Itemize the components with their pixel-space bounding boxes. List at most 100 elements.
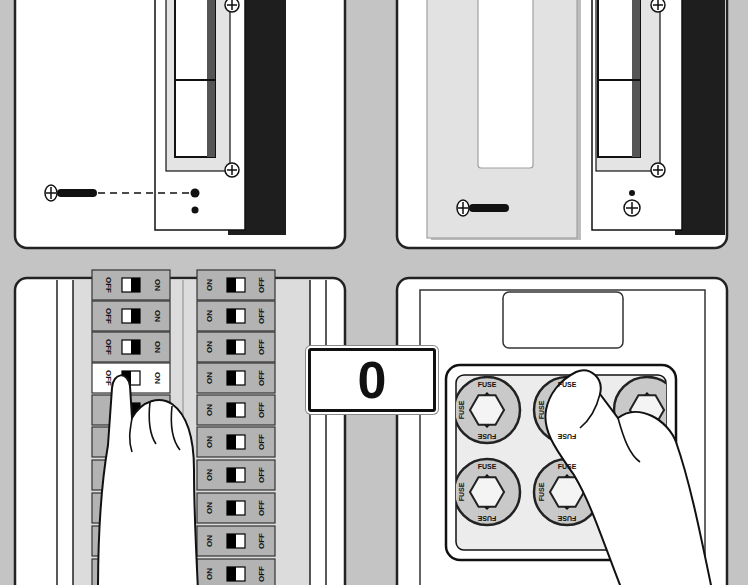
fuse-label: FUSE xyxy=(538,401,545,420)
breaker-panel-part xyxy=(197,301,275,331)
fuse-label: FUSE xyxy=(538,483,545,502)
breaker-label: ON xyxy=(206,502,214,514)
breaker-panel-part xyxy=(92,332,170,362)
breaker-label: OFF xyxy=(104,277,112,293)
breaker-label: ON xyxy=(206,469,214,481)
breaker-label: ON xyxy=(206,568,214,580)
panel-top-right-part xyxy=(592,0,682,230)
breaker-label: ON xyxy=(206,310,214,322)
step-number-box: 0 xyxy=(308,348,436,412)
breaker-panel-part xyxy=(72,280,74,585)
breaker-label: OFF xyxy=(258,467,266,483)
panel-top-right-part xyxy=(598,0,640,157)
breaker-label: OFF xyxy=(258,370,266,386)
breaker-label: ON xyxy=(153,341,161,353)
breaker-label: ON xyxy=(206,372,214,384)
fuse-label: FUSE xyxy=(558,515,577,522)
fuse-label: FUSE xyxy=(558,463,577,470)
panel-top-right-part xyxy=(651,163,665,177)
panel-top-right xyxy=(397,0,727,248)
breaker-panel-part xyxy=(197,332,275,362)
breaker-panel-part xyxy=(15,278,345,585)
fuse-panel-part xyxy=(397,278,727,585)
breaker-panel-part xyxy=(197,363,275,393)
fuse-label: FUSE xyxy=(458,401,465,420)
panel-top-left-part xyxy=(46,187,56,199)
fuse-label: FUSE xyxy=(458,483,465,502)
panel-top-left-part xyxy=(15,0,345,248)
breaker-panel xyxy=(15,270,345,585)
panel-top-left-part xyxy=(155,0,245,230)
panel-top-left-part xyxy=(227,165,237,175)
fuse-label: FUSE xyxy=(558,381,577,388)
panel-top-right-part xyxy=(458,202,468,214)
panel-top-left xyxy=(15,0,345,248)
breaker-panel-part xyxy=(309,280,311,585)
panel-top-right-part xyxy=(596,0,660,171)
panel-top-left-part xyxy=(207,0,215,157)
breaker-label: OFF xyxy=(258,434,266,450)
panel-top-left-part xyxy=(175,0,215,157)
panel-top-right-part xyxy=(651,0,665,12)
fuse-label: FUSE xyxy=(478,463,497,470)
hand xyxy=(98,375,198,585)
breaker-panel-part xyxy=(197,493,275,523)
panel-top-right-part xyxy=(457,200,469,216)
breaker-panel-part xyxy=(197,526,275,556)
breaker-label: OFF xyxy=(258,500,266,516)
breaker-panel-part xyxy=(73,280,310,585)
breaker-label: OFF xyxy=(104,308,112,324)
breaker-panel-part xyxy=(197,395,275,425)
breaker-panel-part xyxy=(197,270,275,300)
step-number: 0 xyxy=(358,354,387,406)
breaker-label: OFF xyxy=(258,533,266,549)
panel-top-left-part xyxy=(225,0,239,12)
panel-top-right-part xyxy=(397,0,727,248)
breaker-panel-part xyxy=(92,270,170,300)
breaker-label: OFF xyxy=(258,277,266,293)
breaker-label: OFF xyxy=(258,402,266,418)
panel-top-right-part xyxy=(653,0,663,10)
breaker-label: ON xyxy=(206,341,214,353)
breaker-label: ON xyxy=(206,404,214,416)
breaker-panel-part xyxy=(92,301,170,331)
breaker-label: ON xyxy=(206,535,214,547)
panel-top-left-part xyxy=(166,0,230,171)
fuse-label: FUSE xyxy=(478,515,497,522)
panel-top-right-part xyxy=(624,200,640,216)
fuse-group-part xyxy=(456,459,520,525)
breaker-label: ON xyxy=(206,436,214,448)
breaker-label: OFF xyxy=(258,339,266,355)
breaker-panel-part xyxy=(56,280,58,585)
fuse-panel-part xyxy=(580,394,640,462)
panel-top-right-part xyxy=(427,0,577,238)
breaker-panel-part xyxy=(130,402,180,452)
panel-top-left-part xyxy=(45,185,57,201)
fuse-group-part xyxy=(456,377,520,443)
panel-top-right-part xyxy=(626,202,638,214)
panel-top-left-part xyxy=(57,189,97,197)
fuse-label: FUSE xyxy=(558,433,577,440)
panel-top-right-part xyxy=(653,165,663,175)
breaker-label: OFF xyxy=(258,308,266,324)
panel-top-right-part xyxy=(598,79,640,81)
panel-top-right-part xyxy=(629,190,635,196)
breaker-label: ON xyxy=(153,279,161,291)
fuse-label: FUSE xyxy=(478,433,497,440)
breaker-panel-part xyxy=(197,559,275,585)
breaker-panel-part xyxy=(325,280,327,585)
panel-top-left-part xyxy=(175,79,215,81)
panel-top-left-part xyxy=(225,163,239,177)
panel-top-left-part xyxy=(98,192,190,194)
breaker-label: OFF xyxy=(258,566,266,582)
panel-top-right-part xyxy=(469,204,509,212)
breaker-label: ON xyxy=(206,279,214,291)
fuse-panel-part xyxy=(503,292,623,348)
breaker-label: OFF xyxy=(104,370,112,386)
panel-top-left-part xyxy=(227,0,237,10)
breaker-panel-part xyxy=(197,460,275,490)
breaker-label: OFF xyxy=(104,339,112,355)
panel-top-right-part xyxy=(632,0,640,157)
